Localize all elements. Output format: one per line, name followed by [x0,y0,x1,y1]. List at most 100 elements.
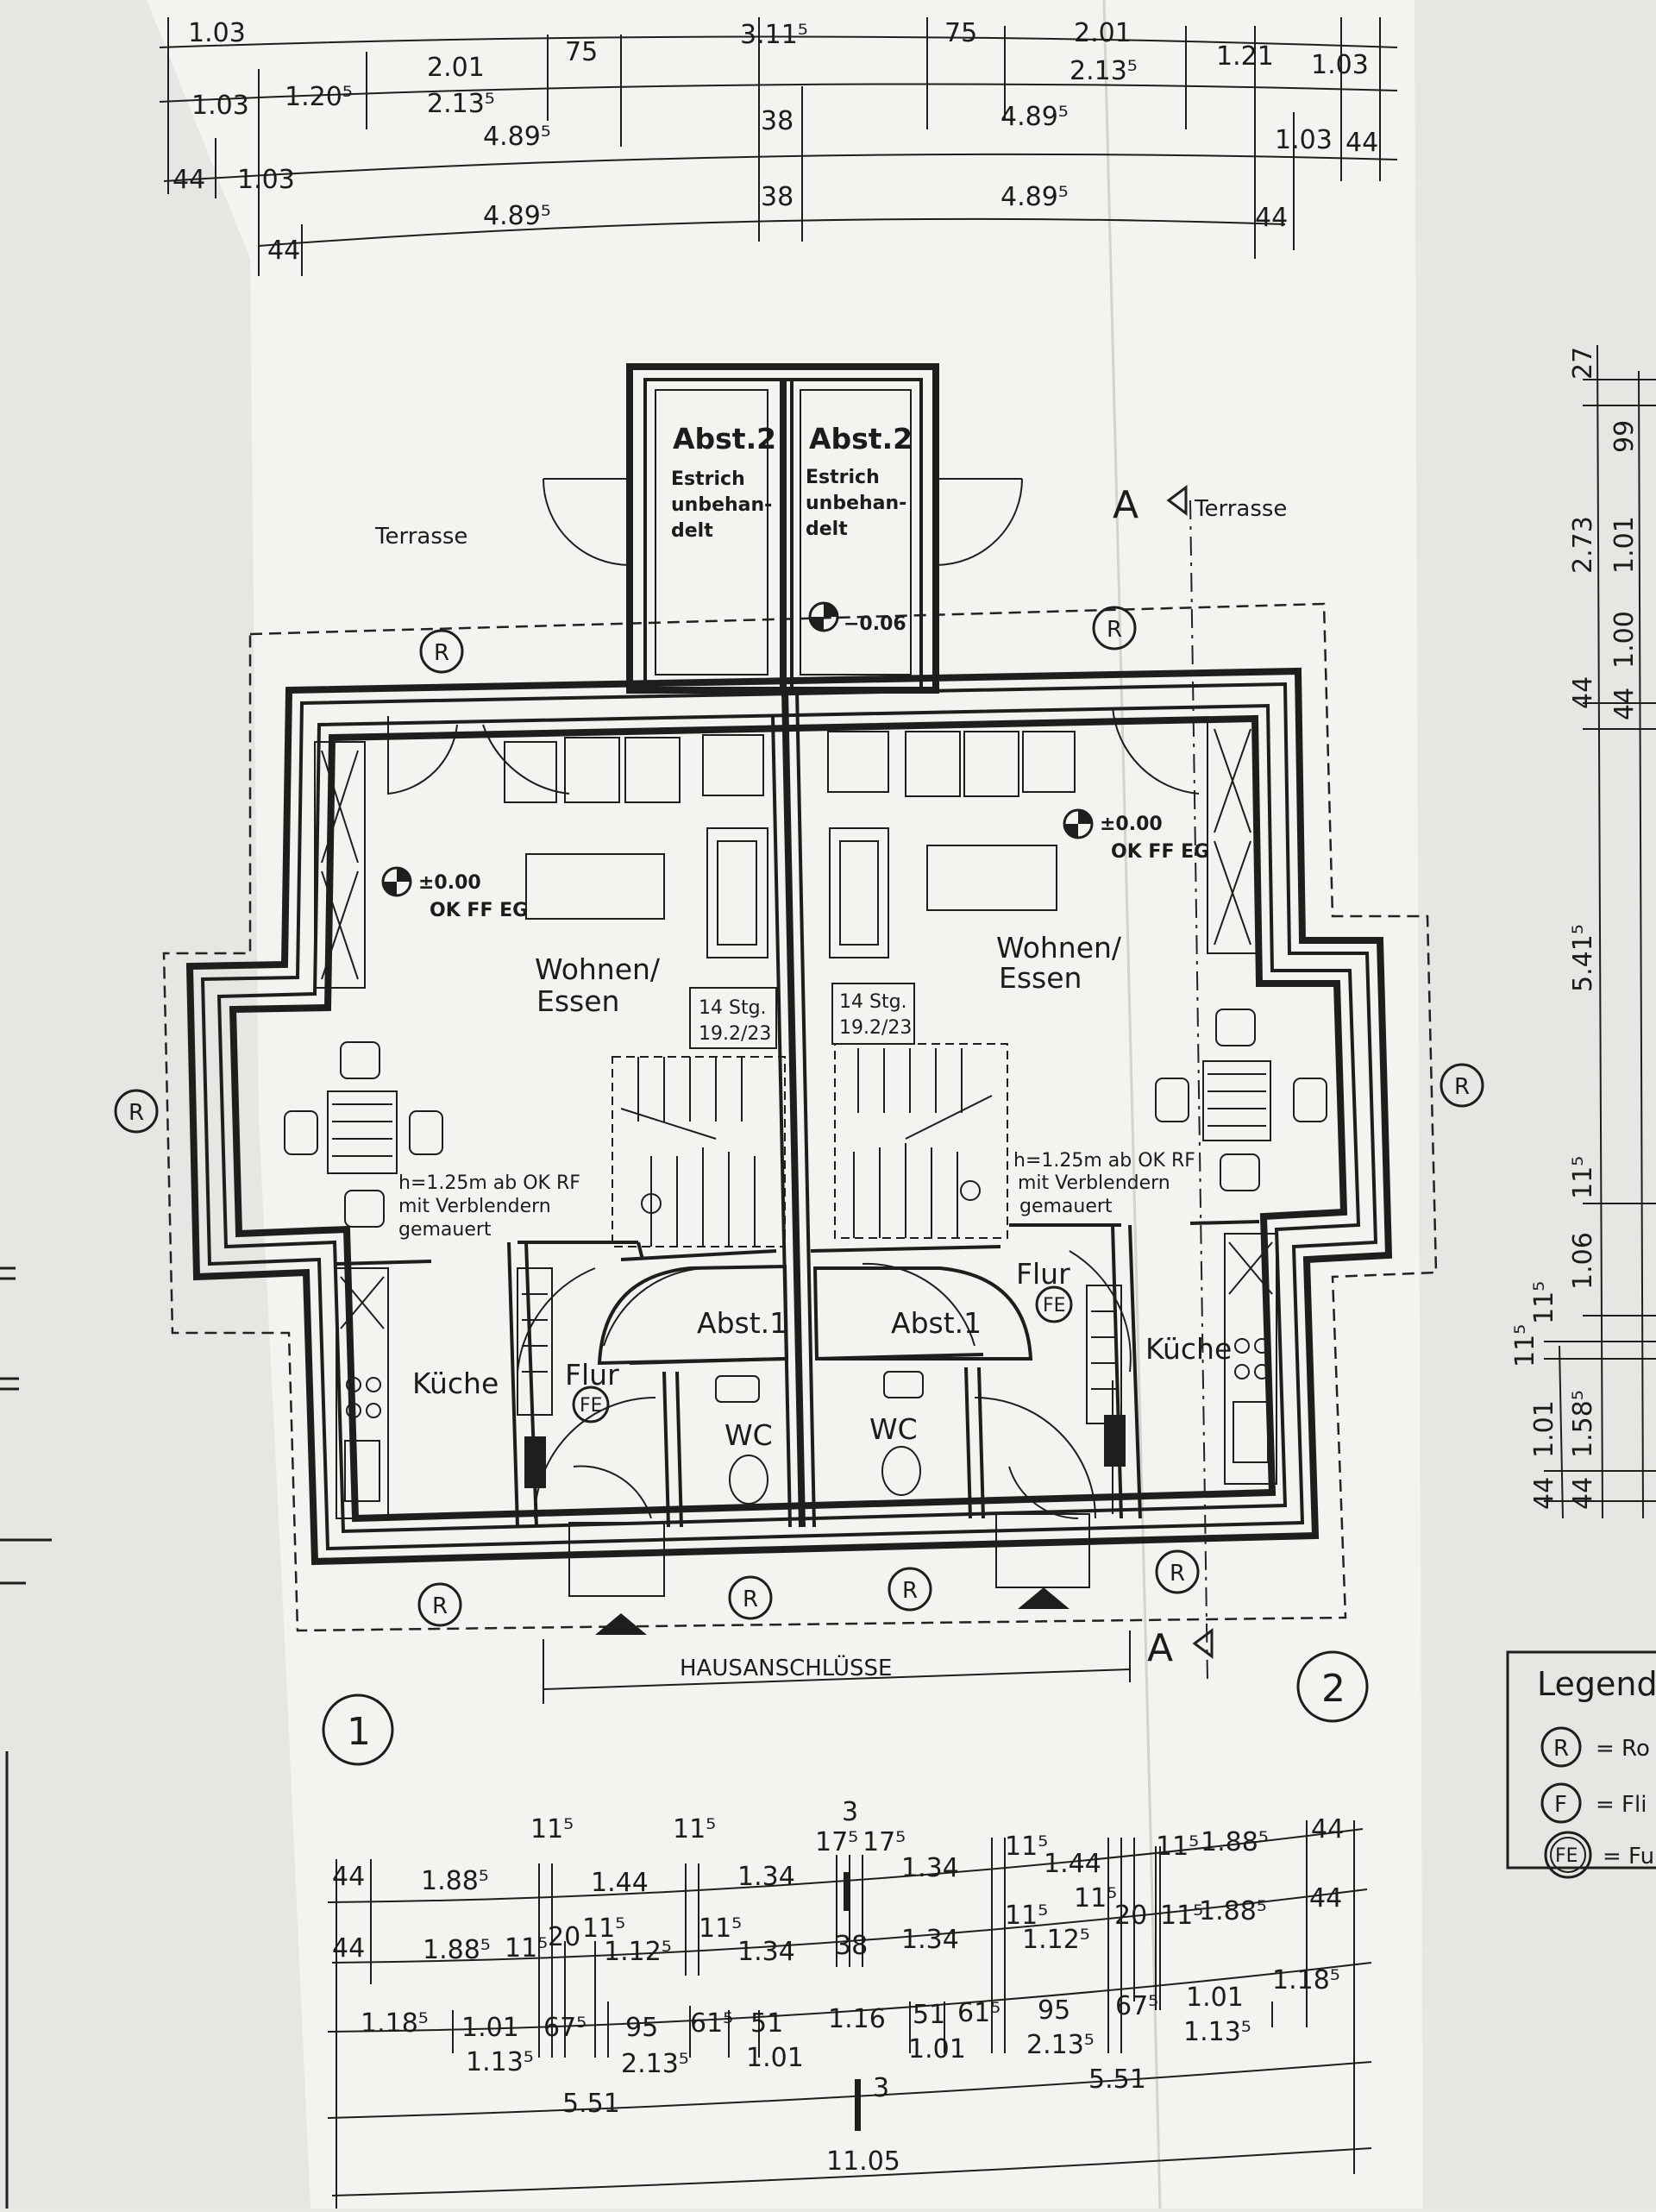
right-dim-15: 44 [1529,1477,1559,1510]
bot-r2-3: 11⁵ [505,1933,548,1964]
bot-r3-5: 61⁵ [690,2008,733,2039]
abst2-right-l1: Estrich [806,467,880,488]
bot-r2-10: 1.34 [901,1925,959,1955]
bot-r3-2: 1.01 [461,2013,519,2043]
legend-r-symbol: R [1553,1736,1569,1762]
r-marker-7: R [902,1578,918,1604]
bot-r2-2: 1.88⁵ [423,1935,491,1965]
note-right-3: gemauert [1019,1196,1113,1217]
top-dimension-chains [159,17,1398,276]
center-marker [855,2079,861,2131]
bot-r2-17: 44 [1309,1883,1342,1914]
bot-r1-9: 17⁵ [862,1827,906,1857]
bot-r3-1: 1.18⁵ [361,2008,429,2039]
party-wall [781,689,806,1528]
right-dim-6: 44 [1568,676,1598,709]
level-left-sub: OK FF EG [430,900,528,921]
heater-left [524,1436,546,1488]
level-right-sub: OK FF EG [1111,841,1209,863]
top-dim-r3-f: 44 [1255,203,1288,233]
paper-sheet [147,0,1423,2209]
section-a-bottom: A [1147,1626,1173,1670]
legend-box [1506,1650,1656,1879]
right-dim-13: 1.58⁵ [1568,1390,1598,1458]
bot-r1-10: 1.34 [901,1853,959,1883]
bot-r2-13: 11⁵ [1074,1883,1117,1914]
unit-2-marker [1296,1650,1369,1723]
party-wall-inner [795,689,816,1528]
top-dim-r2-sub: 2.13⁵ [427,89,495,119]
r-marker-3: R [129,1100,144,1126]
flur-left-label: Flur [565,1358,619,1392]
bot-r3-sub-3: 1.01 [746,2043,804,2073]
abst1-right-closet [812,1266,1033,1361]
r-marker-2: R [1107,617,1122,643]
right-dim-12: 11⁵ [1510,1324,1540,1367]
stair-left-ratio: 19.2/23 [699,1023,771,1045]
top-dim-r2-b: 1.20⁵ [285,82,353,112]
note-left-3: gemauert [398,1219,492,1241]
note-left-1: h=1.25m ab OK RF [398,1172,580,1194]
right-dim-1: 27 [1568,347,1598,380]
top-dim-r1-c: 75 [944,18,977,48]
hausanschluesse-bracket [543,1631,1131,1704]
stair-left-count: 14 Stg. [699,997,767,1019]
bottom-dimension-chains [327,1820,1372,2209]
top-dim-r3-c: 4.89⁵ [483,201,551,231]
bot-r1-15: 44 [1311,1814,1344,1844]
wc-left-label: WC [724,1418,773,1452]
right-dim-8: 5.41⁵ [1568,924,1598,992]
interior-walls-unit-2 [810,1220,1260,1519]
top-dim-r1-d: 2.01 [1074,18,1132,48]
fe-marker-left [572,1386,610,1423]
bot-r1-6: 1.34 [737,1862,795,1892]
legend-fe-symbol: FE [1555,1845,1578,1867]
party-wall-left [771,715,792,1528]
abst2-right-title: Abst.2 [809,422,913,456]
r-marker-6: R [743,1587,758,1612]
right-dim-4: 1.01 [1609,516,1640,574]
storage-annex [626,363,939,694]
top-dim-r2-a: 1.03 [191,91,249,121]
abst2-left-title: Abst.2 [673,422,776,456]
r-markers [114,606,1484,1627]
bot-r3-6: 51 [750,2008,783,2039]
bot-r1-7: 3 [842,1797,858,1827]
r-marker-8: R [1170,1561,1185,1587]
center-marker-top [844,1872,850,1911]
bot-r1-4: 1.44 [591,1868,649,1898]
bot-r2-14: 20 [1114,1901,1147,1931]
stairs [612,983,1008,1247]
hausanschluesse-label: HAUSANSCHLÜSSE [680,1654,892,1681]
abst2-left-l3: delt [671,520,713,542]
top-dim-r2-h: 44 [1346,128,1378,158]
r-marker-1: R [434,640,449,666]
section-line-a [1166,485,1214,1683]
bot-r2-4: 20 [548,1922,580,1952]
entrance-arrow-left [595,1613,647,1635]
bot-r1-1: 44 [332,1862,365,1892]
note-left-2: mit Verblendern [398,1196,551,1217]
top-dim-r3-b: 1.03 [237,165,295,195]
right-dim-3: 2.73 [1568,516,1598,574]
abst2-left-l1: Estrich [671,468,745,490]
kueche-right-label: Küche [1145,1332,1232,1366]
right-dim-9: 11⁵ [1568,1156,1598,1199]
top-dim-r3-d: 38 [761,182,794,212]
legend-title: Legende [1537,1665,1656,1703]
bot-r1-13: 11⁵ [1156,1832,1199,1862]
bot-r2-6: 1.12⁵ [604,1937,672,1967]
legend-f-symbol: F [1554,1792,1567,1818]
bot-r3-8: 51 [913,2000,945,2030]
top-dim-r3-e: 4.89⁵ [1000,182,1069,212]
bot-r1-3: 11⁵ [530,1814,574,1844]
right-dim-16: 44 [1568,1477,1598,1510]
bot-r1-8: 17⁵ [815,1827,858,1857]
legend-f-text: = Fli [1596,1792,1647,1818]
abst2-right-l3: delt [806,518,848,540]
bot-r5-1: 11.05 [826,2146,900,2177]
bot-r3-12: 1.01 [1186,1983,1244,2013]
bot-r1-11: 11⁵ [1005,1832,1048,1862]
